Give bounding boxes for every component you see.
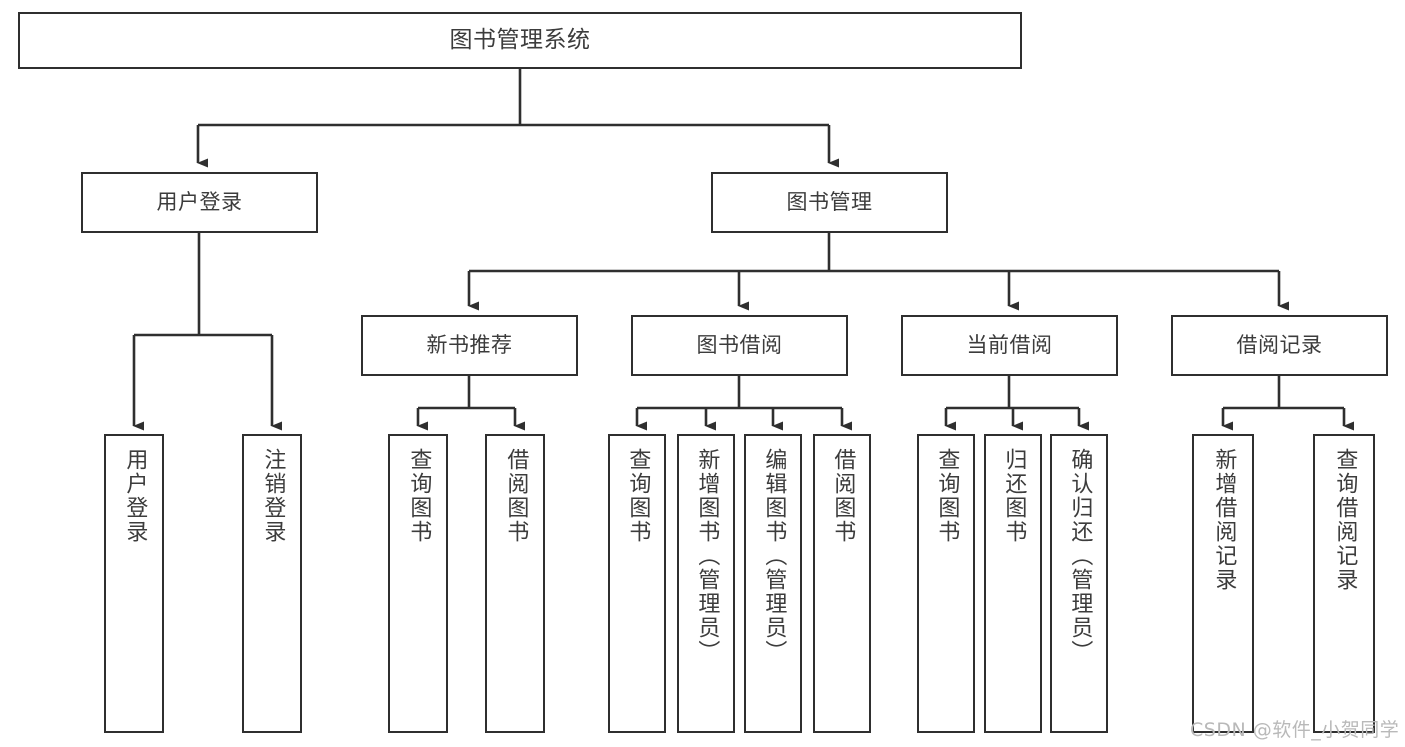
node-current-borrow[interactable]: 当前借阅 [901, 315, 1118, 376]
node-label: 用户登录 [156, 190, 243, 215]
node-leaf-user-logout[interactable]: 注销登录 [242, 434, 302, 733]
node-leaf-add-record[interactable]: 新增借阅记录 [1192, 434, 1254, 733]
node-leaf-query-book-3[interactable]: 查询图书 [917, 434, 975, 733]
node-leaf-query-book-1[interactable]: 查询图书 [388, 434, 448, 733]
node-new-book-recommend[interactable]: 新书推荐 [361, 315, 578, 376]
node-label: 新增图书（管理员） [694, 448, 720, 664]
node-label: 图书管理 [786, 190, 873, 215]
csdn-watermark: CSDN @软件_小贺同学 [1190, 719, 1400, 741]
node-label: 借阅记录 [1236, 333, 1323, 358]
node-borrow-record[interactable]: 借阅记录 [1171, 315, 1388, 376]
node-leaf-add-book[interactable]: 新增图书（管理员） [677, 434, 735, 733]
node-label: 借阅图书 [503, 448, 529, 544]
node-leaf-borrow-book-2[interactable]: 借阅图书 [813, 434, 871, 733]
node-label: 确认归还（管理员） [1067, 448, 1093, 664]
node-leaf-return-book[interactable]: 归还图书 [984, 434, 1042, 733]
node-label: 用户登录 [122, 448, 148, 544]
node-label: 借阅图书 [830, 448, 856, 544]
node-label: 新书推荐 [426, 333, 513, 358]
node-label: 新增借阅记录 [1211, 448, 1237, 592]
node-leaf-user-login[interactable]: 用户登录 [104, 434, 164, 733]
node-label: 注销登录 [260, 448, 286, 544]
node-leaf-confirm-return[interactable]: 确认归还（管理员） [1050, 434, 1108, 733]
node-label: 当前借阅 [966, 333, 1053, 358]
node-label: 查询图书 [406, 448, 432, 544]
node-leaf-query-record[interactable]: 查询借阅记录 [1313, 434, 1375, 733]
node-label: 归还图书 [1001, 448, 1027, 544]
node-leaf-query-book-2[interactable]: 查询图书 [608, 434, 666, 733]
node-book-manage[interactable]: 图书管理 [711, 172, 948, 233]
node-label: 编辑图书（管理员） [761, 448, 787, 664]
node-label: 查询借阅记录 [1332, 448, 1358, 592]
node-user-login[interactable]: 用户登录 [81, 172, 318, 233]
node-label: 图书借阅 [696, 333, 783, 358]
node-label: 查询图书 [625, 448, 651, 544]
node-leaf-borrow-book-1[interactable]: 借阅图书 [485, 434, 545, 733]
node-root-book-management-system[interactable]: 图书管理系统 [18, 12, 1022, 69]
node-label: 查询图书 [934, 448, 960, 544]
node-book-borrow[interactable]: 图书借阅 [631, 315, 848, 376]
node-leaf-edit-book[interactable]: 编辑图书（管理员） [744, 434, 802, 733]
node-label: 图书管理系统 [449, 26, 591, 53]
